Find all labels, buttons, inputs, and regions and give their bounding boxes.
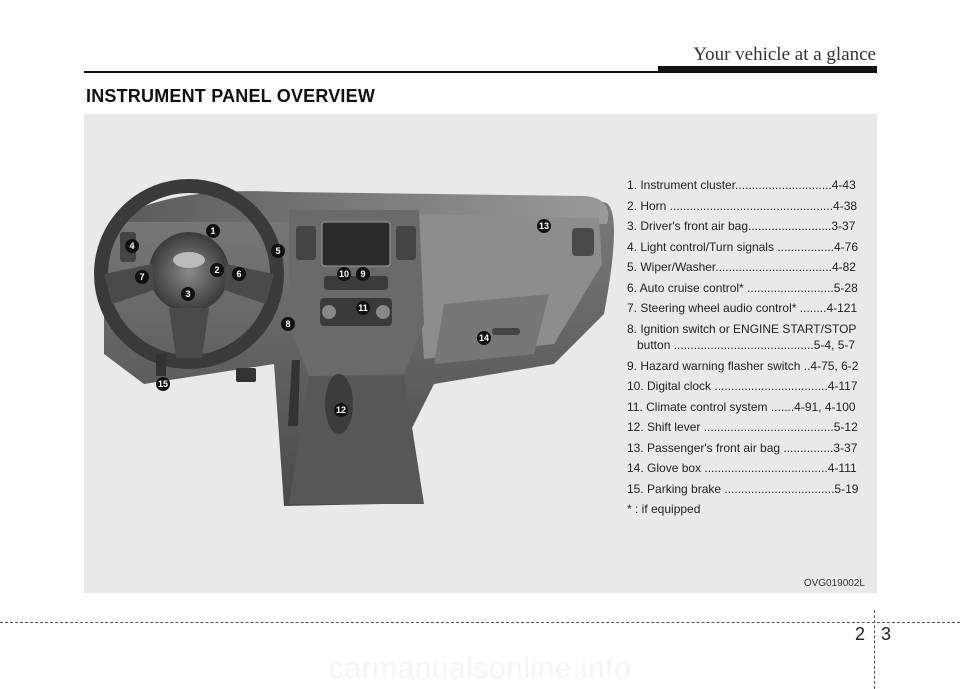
callout-1-label: 1 — [210, 226, 215, 236]
legend-item: 6. Auto cruise control* ................… — [627, 280, 858, 295]
callout-4-label: 4 — [129, 241, 134, 251]
callout-13-label: 13 — [539, 221, 549, 231]
footer-rule — [0, 622, 960, 623]
legend-item: 5. Wiper/Washer.........................… — [627, 260, 856, 274]
header-rule — [84, 71, 877, 73]
callout-14: 14 — [477, 331, 491, 345]
steering-spoke-bottom — [169, 308, 209, 358]
legend-item: 3. Driver's front air bag...............… — [627, 219, 856, 233]
callout-7-label: 7 — [139, 272, 144, 282]
callout-9-label: 9 — [360, 269, 365, 279]
dashboard-illustration: 1 2 3 4 5 6 7 8 9 10 11 12 13 14 15 — [94, 179, 614, 506]
legend-item: 4. Light control/Turn signals ..........… — [627, 239, 858, 254]
legend-item: 12. Shift lever ........................… — [627, 420, 858, 434]
header-accent-bar — [658, 66, 877, 72]
callout-2: 2 — [210, 263, 224, 277]
legend-item: 11. Climate control system .......4-91, … — [627, 399, 856, 414]
callout-7: 7 — [135, 270, 149, 284]
legend-footnote: * : if equipped — [627, 502, 701, 516]
callout-3: 3 — [181, 287, 195, 301]
legend-item: 1. Instrument cluster...................… — [627, 178, 856, 192]
climate-knob-right — [376, 305, 390, 319]
legend-item-continuation: button .................................… — [637, 338, 856, 352]
callout-12-label: 12 — [336, 405, 346, 415]
page-number: 3 — [881, 624, 892, 644]
legend-item: 13. Passenger's front air bag ..........… — [627, 440, 858, 455]
passenger-vent — [572, 228, 594, 256]
component-legend: 1. Instrument cluster...................… — [627, 175, 877, 520]
callout-4: 4 — [125, 239, 139, 253]
callout-15-label: 15 — [158, 379, 168, 389]
legend-item: 9. Hazard warning flasher switch ..4-75,… — [627, 358, 859, 373]
callout-6: 6 — [232, 267, 246, 281]
callout-10: 10 — [337, 267, 351, 281]
glove-box — [434, 294, 549, 364]
callout-5: 5 — [271, 244, 285, 258]
instrument-panel-figure: 1 2 3 4 5 6 7 8 9 10 11 12 13 14 15 1. I… — [84, 114, 877, 593]
legend-item: 8. Ignition switch or ENGINE START/STOP — [627, 321, 857, 336]
figure-code: OVG019002L — [803, 578, 865, 589]
callout-5-label: 5 — [275, 246, 280, 256]
legend-item: 2. Horn ................................… — [627, 198, 858, 213]
callout-10-label: 10 — [339, 269, 349, 279]
legend-item: 15. Parking brake ......................… — [627, 481, 859, 496]
callout-2-label: 2 — [214, 265, 219, 275]
nav-screen — [321, 221, 391, 267]
callout-8: 8 — [281, 317, 295, 331]
callout-8-label: 8 — [285, 319, 290, 329]
center-vent-left — [296, 226, 316, 260]
callout-12: 12 — [334, 403, 348, 417]
callout-11-label: 11 — [358, 303, 368, 313]
footer-divider — [874, 610, 875, 689]
brake-pedal — [236, 368, 256, 382]
steering-logo — [173, 252, 205, 268]
legend-item: 14. Glove box ..........................… — [627, 461, 857, 475]
parking-brake-pedal — [156, 354, 166, 376]
center-vent-right — [396, 226, 416, 260]
climate-panel — [320, 298, 392, 326]
callout-6-label: 6 — [236, 269, 241, 279]
hazard-panel — [324, 276, 388, 290]
accelerator-pedal — [288, 360, 300, 426]
section-title: INSTRUMENT PANEL OVERVIEW — [86, 86, 376, 106]
callout-3-label: 3 — [185, 289, 190, 299]
watermark: carmanualsonline.info — [328, 652, 632, 685]
steering-rim — [94, 179, 284, 369]
glove-box-handle — [492, 328, 520, 335]
callouts: 1 2 3 4 5 6 7 8 9 10 11 12 13 14 15 — [125, 219, 551, 417]
callout-14-label: 14 — [479, 333, 489, 343]
callout-15: 15 — [156, 377, 170, 391]
legend-item: 10. Digital clock ......................… — [627, 379, 858, 393]
callout-9: 9 — [356, 267, 370, 281]
chapter-number: 2 — [855, 624, 866, 644]
callout-11: 11 — [356, 301, 370, 315]
climate-knob-left — [322, 305, 336, 319]
callout-13: 13 — [537, 219, 551, 233]
running-header: Your vehicle at a glance — [693, 44, 876, 65]
center-console — [289, 376, 424, 504]
steering-hub — [149, 232, 229, 312]
callout-1: 1 — [206, 224, 220, 238]
legend-item: 7. Steering wheel audio control* .......… — [627, 301, 858, 315]
